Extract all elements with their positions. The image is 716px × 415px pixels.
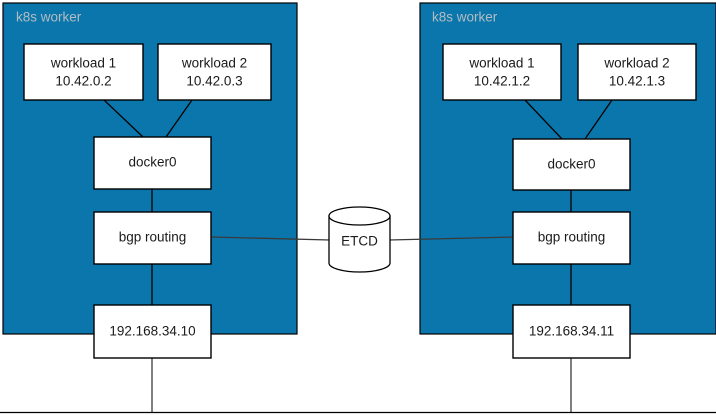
workload-1-box[interactable]: [442, 43, 562, 101]
node-left-bgp-routing[interactable]: bgp routing: [93, 211, 212, 265]
host-ip-label: 192.168.34.10: [109, 324, 195, 339]
workload-1-title: workload 1: [468, 56, 534, 71]
workload-1-title: workload 1: [50, 56, 116, 71]
link-left-workload1-docker0: [103, 99, 144, 138]
docker0-label: docker0: [128, 155, 176, 170]
zone-right-label: k8s worker: [432, 10, 498, 25]
links-group: [0, 99, 716, 414]
workload-2-ip: 10.42.1.3: [609, 74, 665, 89]
link-right-workload1-docker0: [524, 99, 563, 140]
link-right-workload2-docker0: [584, 99, 613, 140]
zone-left-label: k8s worker: [16, 10, 82, 25]
docker0-box[interactable]: [512, 138, 631, 191]
workload-2-title: workload 2: [603, 56, 669, 71]
workload-2-ip: 10.42.0.3: [186, 74, 242, 89]
database-cylinder-top-icon: [328, 206, 391, 226]
bgp-routing-box[interactable]: [93, 211, 212, 265]
workload-1-ip: 10.42.0.2: [55, 74, 111, 89]
docker0-label: docker0: [547, 157, 595, 172]
node-left-workload-2[interactable]: workload 2 10.42.0.3: [157, 43, 272, 101]
bgp-routing-label: bgp routing: [119, 230, 187, 245]
node-right-bgp-routing[interactable]: bgp routing: [512, 211, 631, 265]
host-ip-box[interactable]: [512, 304, 631, 359]
etcd-label: ETCD: [341, 234, 378, 249]
workload-1-ip: 10.42.1.2: [474, 74, 530, 89]
database-cylinder-icon[interactable]: [328, 215, 391, 273]
node-right-docker0[interactable]: docker0: [512, 138, 631, 191]
node-left-workload-1[interactable]: workload 1 10.42.0.2: [23, 43, 144, 101]
workload-1-box[interactable]: [23, 43, 144, 101]
node-right-workload-2[interactable]: workload 2 10.42.1.3: [577, 43, 697, 101]
node-left-docker0[interactable]: docker0: [93, 136, 212, 190]
host-ip-box[interactable]: [93, 304, 212, 359]
docker0-box[interactable]: [93, 136, 212, 190]
node-left-host-ip[interactable]: 192.168.34.10: [93, 304, 212, 359]
host-ip-label: 192.168.34.11: [529, 324, 614, 339]
node-right-workload-1[interactable]: workload 1 10.42.1.2: [442, 43, 562, 101]
link-etcd-right-bgp: [388, 236, 514, 241]
etcd-datastore[interactable]: ETCD: [328, 206, 391, 273]
link-left-bgp-etcd: [210, 236, 331, 241]
node-right-host-ip[interactable]: 192.168.34.11: [512, 304, 631, 359]
bgp-routing-label: bgp routing: [538, 230, 606, 245]
workload-2-box[interactable]: [577, 43, 697, 101]
bgp-routing-box[interactable]: [512, 211, 631, 265]
link-left-workload2-docker0: [165, 99, 193, 138]
workload-2-title: workload 2: [181, 56, 247, 71]
workload-2-box[interactable]: [157, 43, 272, 101]
